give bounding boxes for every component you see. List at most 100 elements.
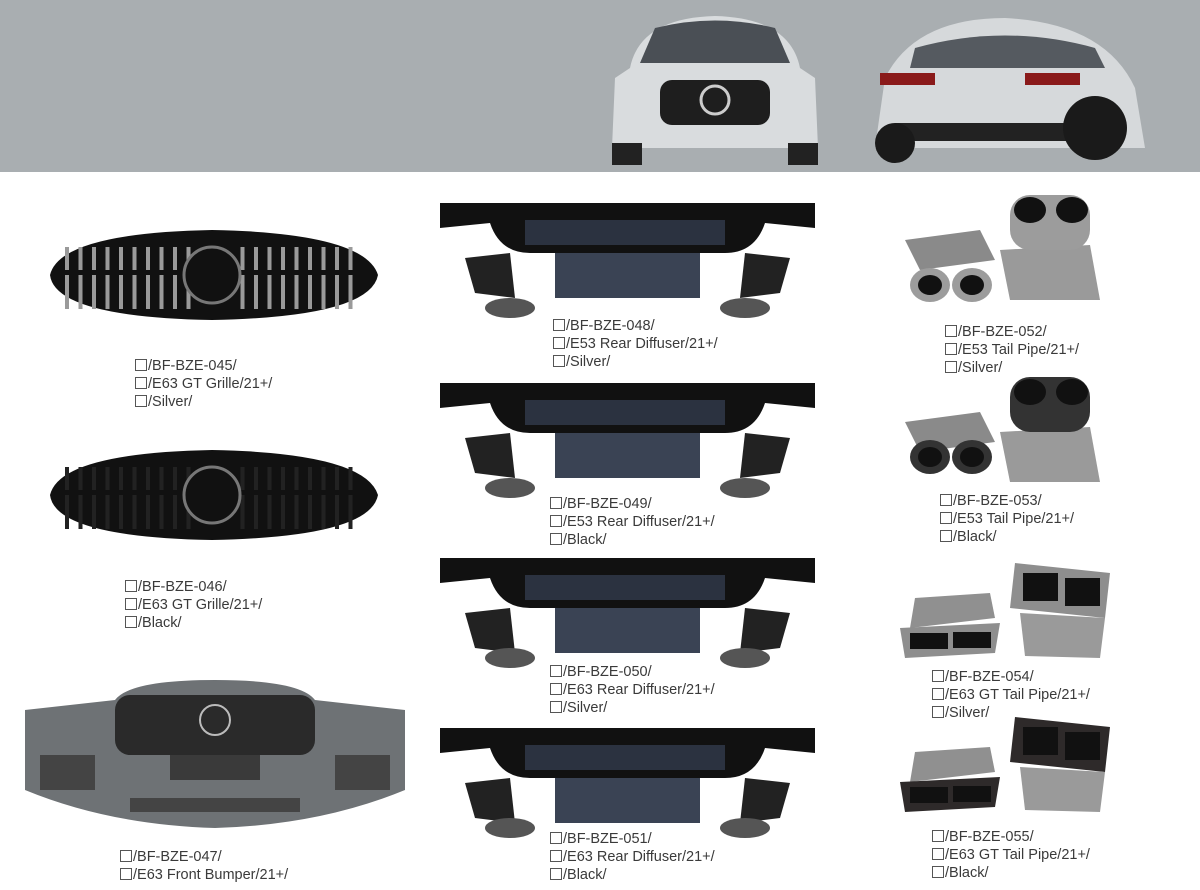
product-name: /E63 GT Tail Pipe/21+/	[945, 847, 1090, 863]
product-code: /BF-BZE-054/	[945, 669, 1034, 685]
checkbox[interactable]	[945, 361, 957, 373]
product-color: /Black/	[563, 867, 607, 883]
checkbox[interactable]	[550, 515, 562, 527]
caption-line-code: /BF-BZE-055/	[932, 828, 1090, 846]
product-color: /Silver/	[566, 354, 611, 370]
diffuser-product-image	[435, 553, 820, 668]
caption-line-name: /E63 Rear Diffuser/21+/	[550, 848, 715, 866]
product-name: /E53 Rear Diffuser/21+/	[566, 336, 718, 352]
checkbox[interactable]	[932, 688, 944, 700]
checkbox[interactable]	[550, 683, 562, 695]
checkbox[interactable]	[932, 866, 944, 878]
diffuser-product-image	[435, 378, 820, 498]
checkbox[interactable]	[125, 580, 137, 592]
caption-line-code: /BF-BZE-054/	[932, 668, 1090, 686]
caption-line-color: /Black/	[550, 866, 715, 884]
caption-line-color: /Black/	[125, 614, 262, 632]
product-code: /BF-BZE-050/	[563, 664, 652, 680]
checkbox[interactable]	[553, 337, 565, 349]
product-code: /BF-BZE-045/	[148, 358, 237, 374]
checkbox[interactable]	[135, 395, 147, 407]
caption-line-name: /E63 GT Tail Pipe/21+/	[932, 846, 1090, 864]
caption-line-code: /BF-BZE-048/	[553, 317, 718, 335]
caption-line-code: /BF-BZE-047/	[120, 848, 288, 866]
product-caption: /BF-BZE-052//E53 Tail Pipe/21+//Silver/	[945, 323, 1079, 377]
checkbox[interactable]	[135, 359, 147, 371]
checkbox[interactable]	[550, 701, 562, 713]
checkbox[interactable]	[135, 377, 147, 389]
product-color: /Silver/	[563, 700, 608, 716]
product-name: /E63 GT Grille/21+/	[148, 376, 273, 392]
product-caption: /BF-BZE-051/ /E63 Rear Diffuser/21+/ /Blac…	[550, 830, 715, 884]
caption-line-name: /E53 Tail Pipe/21+/	[945, 341, 1079, 359]
product-code: /BF-BZE-051/	[563, 831, 652, 847]
checkbox[interactable]	[940, 512, 952, 524]
caption-line-name: /E63 GT Grille/21+/	[125, 596, 262, 614]
product-color: /Black/	[138, 615, 182, 631]
checkbox[interactable]	[932, 706, 944, 718]
checkbox[interactable]	[932, 848, 944, 860]
checkbox[interactable]	[125, 598, 137, 610]
caption-line-name: /E53 Rear Diffuser/21+/	[550, 513, 715, 531]
product-name: /E63 GT Grille/21+/	[138, 597, 263, 613]
product-color: /Silver/	[148, 394, 193, 410]
checkbox[interactable]	[550, 832, 562, 844]
caption-line-code: /BF-BZE-050/	[550, 663, 715, 681]
checkbox[interactable]	[553, 319, 565, 331]
checkbox[interactable]	[120, 850, 132, 862]
product-name: /E63 Rear Diffuser/21+/	[563, 682, 715, 698]
product-code: /BF-BZE-047/	[133, 849, 222, 865]
product-caption: /BF-BZE-055//E63 GT Tail Pipe/21+//Black…	[932, 828, 1090, 882]
diffuser-product-image	[435, 198, 820, 318]
checkbox[interactable]	[550, 665, 562, 677]
caption-line-color: /Black/	[932, 864, 1090, 882]
product-name: /E63 GT Tail Pipe/21+/	[945, 687, 1090, 703]
product-caption: /BF-BZE-047/ /E63 Front Bumper/21+/	[120, 848, 288, 884]
product-code: /BF-BZE-046/	[138, 579, 227, 595]
checkbox[interactable]	[940, 530, 952, 542]
tailpipe-square-product-image	[895, 712, 1120, 817]
caption-line-name: /E63 Rear Diffuser/21+/	[550, 681, 715, 699]
caption-line-color: /Silver/	[945, 359, 1079, 377]
checkbox[interactable]	[120, 868, 132, 880]
caption-line-color: /Black/	[940, 528, 1074, 546]
checkbox[interactable]	[550, 533, 562, 545]
checkbox[interactable]	[550, 868, 562, 880]
checkbox[interactable]	[932, 670, 944, 682]
product-caption: /BF-BZE-049//E53 Rear Diffuser/21+//Blac…	[550, 495, 715, 549]
caption-line-name: /E63 GT Grille/21+/	[135, 375, 272, 393]
caption-line-code: /BF-BZE-046/	[125, 578, 262, 596]
checkbox[interactable]	[550, 497, 562, 509]
caption-line-name: /E63 GT Tail Pipe/21+/	[932, 686, 1090, 704]
product-caption: /BF-BZE-046/ /E63 GT Grille/21+/ /Black/	[125, 578, 262, 632]
bumper-product-image	[20, 680, 410, 830]
header-banner	[0, 0, 1200, 172]
caption-line-name: /E53 Rear Diffuser/21+/	[553, 335, 718, 353]
product-name: /E53 Tail Pipe/21+/	[953, 511, 1075, 527]
product-code: /BF-BZE-049/	[563, 496, 652, 512]
product-color: /Silver/	[945, 705, 990, 721]
tailpipe-square-product-image	[895, 558, 1120, 663]
caption-line-color: /Silver/	[135, 393, 272, 411]
checkbox[interactable]	[550, 850, 562, 862]
caption-line-name: /E63 Front Bumper/21+/	[120, 866, 288, 884]
product-caption: /BF-BZE-048//E53 Rear Diffuser/21+/ /Silv…	[553, 317, 718, 371]
car-rear-image	[875, 18, 1145, 163]
checkbox[interactable]	[940, 494, 952, 506]
caption-line-name: /E53 Tail Pipe/21+/	[940, 510, 1074, 528]
caption-line-code: /BF-BZE-053/	[940, 492, 1074, 510]
product-color: /Silver/	[958, 360, 1003, 376]
product-name: /E63 Rear Diffuser/21+/	[563, 849, 715, 865]
grille-product-image	[40, 445, 385, 545]
product-caption: /BF-BZE-054/ /E63 GT Tail Pipe/21+/ /Silve…	[932, 668, 1090, 722]
caption-line-code: /BF-BZE-049/	[550, 495, 715, 513]
caption-line-color: /Silver/	[932, 704, 1090, 722]
product-name: /E63 Front Bumper/21+/	[133, 867, 289, 883]
caption-line-color: /Silver/	[550, 699, 715, 717]
checkbox[interactable]	[125, 616, 137, 628]
checkbox[interactable]	[945, 325, 957, 337]
diffuser-product-image	[435, 723, 820, 838]
checkbox[interactable]	[553, 355, 565, 367]
checkbox[interactable]	[932, 830, 944, 842]
checkbox[interactable]	[945, 343, 957, 355]
